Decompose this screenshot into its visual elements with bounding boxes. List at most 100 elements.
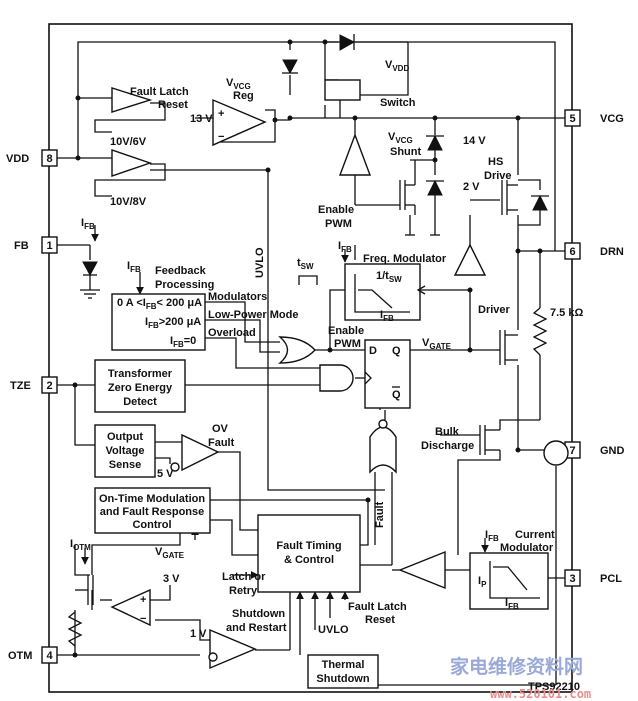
- svg-text:IFB: IFB: [338, 240, 352, 254]
- svg-text:3 V: 3 V: [163, 573, 180, 585]
- svg-text:Q: Q: [392, 389, 401, 401]
- svg-text:+: +: [218, 108, 224, 120]
- resistor-7k5: 7.5 kΩ: [532, 307, 583, 356]
- bulk-discharge-mosfet: Bulk Discharge: [421, 425, 500, 455]
- tsw-symbol: tSW: [297, 257, 318, 285]
- shutdown-restart-comparator: 1 V Shutdown and Restart: [190, 608, 287, 670]
- svg-text:5: 5: [569, 113, 575, 125]
- svg-text:Transformer: Transformer: [108, 368, 173, 380]
- svg-text:VVCG: VVCG: [388, 131, 413, 145]
- svg-text:IFB: IFB: [127, 260, 141, 274]
- and-gate: [319, 364, 354, 392]
- svg-text:VDD: VDD: [6, 153, 29, 165]
- gnd-node-circle: [543, 440, 569, 466]
- pin-fb: 1 FB: [14, 236, 58, 254]
- svg-text:Voltage: Voltage: [106, 445, 145, 457]
- svg-text:On-Time Modulation: On-Time Modulation: [99, 493, 205, 505]
- freq-modulator-block: IFB Freq. Modulator 1/tSW IFB: [338, 240, 447, 323]
- svg-text:IFB=0: IFB=0: [170, 335, 196, 349]
- svg-text:Shutdown: Shutdown: [232, 608, 285, 620]
- hs-inverter-buffer: [453, 243, 487, 276]
- watermark-url: www.520101.com: [490, 687, 591, 701]
- svg-text:7.5 kΩ: 7.5 kΩ: [550, 307, 583, 319]
- svg-text:Zero Energy: Zero Energy: [108, 382, 173, 394]
- svg-text:Sense: Sense: [109, 459, 141, 471]
- svg-text:Discharge: Discharge: [421, 440, 474, 452]
- svg-text:2 V: 2 V: [463, 181, 480, 193]
- svg-text:1: 1: [46, 240, 52, 252]
- pin-pcl: 3 PCL: [564, 569, 622, 587]
- fault-latch-reset-bottom-1: Fault Latch: [348, 601, 407, 613]
- svg-text:3: 3: [569, 573, 575, 585]
- svg-text:0 A <IFB< 200 μA: 0 A <IFB< 200 μA: [117, 297, 202, 311]
- svg-text:1/tSW: 1/tSW: [376, 270, 402, 284]
- thermal-shutdown-block: Thermal Shutdown: [307, 654, 379, 689]
- vdd-switch: VVDD Switch: [324, 59, 416, 109]
- svg-text:6: 6: [569, 246, 575, 258]
- svg-text:D: D: [369, 345, 377, 357]
- ov-fault-comparator: OV Fault 5 V: [157, 423, 235, 480]
- svg-text:Current: Current: [515, 529, 555, 541]
- svg-text:Reg: Reg: [233, 90, 254, 102]
- svg-text:Switch: Switch: [380, 97, 416, 109]
- svg-text:tSW: tSW: [297, 257, 314, 271]
- svg-text:DRN: DRN: [600, 246, 624, 258]
- svg-text:OTM: OTM: [8, 650, 32, 662]
- svg-text:Reset: Reset: [158, 99, 188, 111]
- fault-timing-control: Fault Timing & Control: [257, 514, 361, 593]
- svg-text:7: 7: [569, 445, 575, 457]
- svg-text:IP: IP: [478, 575, 487, 589]
- svg-text:Shunt: Shunt: [390, 146, 421, 158]
- svg-text:IFB: IFB: [485, 529, 499, 543]
- svg-text:Processing: Processing: [155, 279, 214, 291]
- svg-text:Control: Control: [132, 519, 171, 531]
- svg-text:FB: FB: [14, 240, 29, 252]
- svg-text:VCG: VCG: [600, 113, 624, 125]
- svg-text:OV: OV: [212, 423, 229, 435]
- latch-retry-label-2: Retry: [229, 585, 258, 597]
- svg-text:10V/8V: 10V/8V: [110, 196, 147, 208]
- on-time-modulation-block: On-Time Modulation and Fault Response Co…: [94, 487, 211, 534]
- svg-text:Fault: Fault: [208, 437, 235, 449]
- svg-text:Low-Power Mode: Low-Power Mode: [208, 309, 298, 321]
- pin-tze: 2 TZE: [10, 376, 58, 394]
- svg-text:HS: HS: [488, 156, 503, 168]
- svg-text:Freq. Modulator: Freq. Modulator: [363, 253, 447, 265]
- svg-text:IFB: IFB: [380, 309, 394, 323]
- svg-text:Drive: Drive: [484, 170, 512, 182]
- svg-text:Overload: Overload: [208, 327, 256, 339]
- nor-gate: [369, 419, 397, 474]
- svg-text:14 V: 14 V: [463, 135, 486, 147]
- enable-pwm-label-2: PWM: [334, 338, 361, 350]
- junctions: [72, 39, 543, 658]
- svg-text:and Restart: and Restart: [226, 622, 287, 634]
- uvlo-vertical-label: UVLO: [254, 247, 266, 278]
- svg-text:8: 8: [46, 153, 52, 165]
- svg-text:Modulators: Modulators: [208, 291, 267, 303]
- fault-vertical-label: Fault: [374, 501, 386, 528]
- transformer-zero-energy-detect: Transformer Zero Energy Detect: [94, 359, 186, 413]
- shunt-mosfet: [399, 160, 416, 215]
- pin-drn: 6 DRN: [564, 242, 624, 260]
- chip-outline: [48, 23, 573, 693]
- svg-text:Fault Latch: Fault Latch: [130, 86, 189, 98]
- zener-14v: 14 V: [426, 134, 486, 151]
- or-gate: [278, 336, 316, 364]
- svg-text:PWM: PWM: [325, 218, 352, 230]
- svg-text:Bulk: Bulk: [435, 426, 460, 438]
- svg-text:−: −: [218, 131, 224, 143]
- zener-2v: 2 V: [405, 179, 480, 236]
- svg-text:VVCG: VVCG: [226, 77, 251, 91]
- svg-text:4: 4: [46, 650, 53, 662]
- pin-otm: 4 OTM: [8, 646, 58, 664]
- svg-text:TZE: TZE: [10, 380, 31, 392]
- latch-retry-label-1: Latch or: [222, 571, 266, 583]
- hs-drive-mosfet: HS Drive: [484, 156, 518, 215]
- enable-pwm-label-1: Enable: [328, 325, 364, 337]
- part-number: TPS92210: [528, 681, 580, 693]
- pin-vdd: 8 VDD: [6, 149, 58, 167]
- fb-clamp-diode: IFB: [81, 217, 98, 277]
- svg-text:1 V: 1 V: [190, 628, 207, 640]
- d-flip-flop: D Q Q: [364, 339, 411, 409]
- vcg-shunt-buffer: VVCG Shunt Enable PWM: [318, 131, 421, 230]
